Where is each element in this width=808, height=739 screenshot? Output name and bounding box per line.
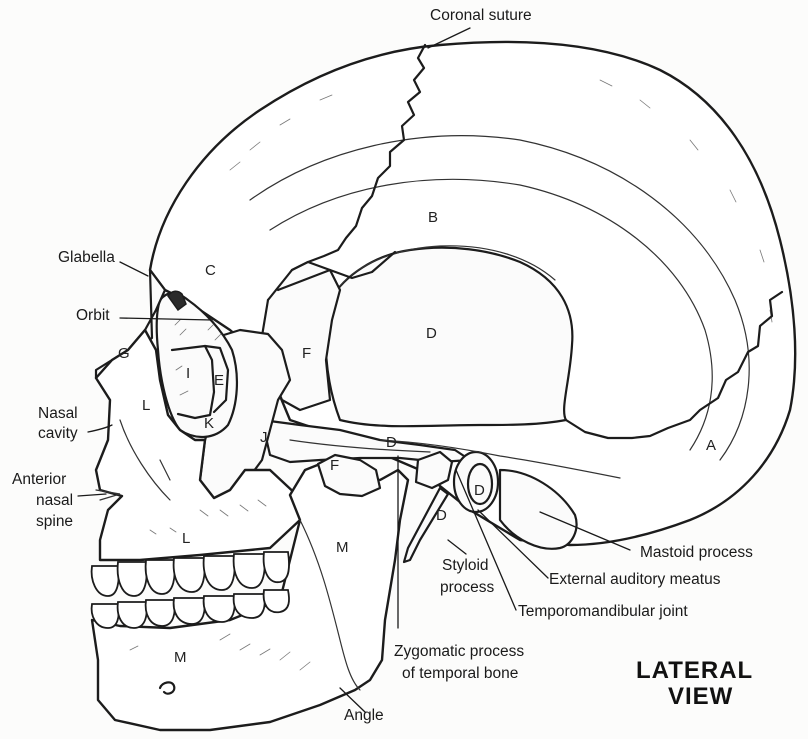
leader-anterior-nasal-spine	[78, 494, 106, 496]
label-nasal-cavity-2: cavity	[38, 425, 78, 442]
label-anterior-nasal-spine-3: spine	[36, 513, 73, 530]
label-zygomatic-process-1: Zygomatic process	[394, 643, 524, 660]
letter-m-ramus: M	[336, 539, 349, 556]
label-zygomatic-process-2: of temporal bone	[402, 665, 518, 682]
label-styloid-process-2: process	[440, 579, 495, 596]
letter-k: K	[204, 415, 214, 432]
letter-d-small: D	[436, 507, 447, 524]
label-temporomandibular-joint: Temporomandibular joint	[518, 603, 688, 620]
label-coronal-suture: Coronal suture	[430, 7, 532, 24]
label-external-auditory-meatus: External auditory meatus	[549, 571, 721, 588]
letter-a: A	[706, 437, 716, 454]
leader-styloid	[448, 540, 466, 554]
label-mastoid-process: Mastoid process	[640, 544, 753, 561]
letter-d-zygomatic: D	[386, 434, 397, 451]
letter-e: E	[214, 372, 224, 389]
letter-l-nasal: L	[142, 397, 150, 414]
label-anterior-nasal-spine-2: nasal	[36, 492, 73, 509]
label-angle: Angle	[344, 707, 384, 724]
letter-f-small: F	[330, 457, 339, 474]
label-nasal-cavity-1: Nasal	[38, 405, 78, 422]
label-glabella: Glabella	[58, 249, 115, 266]
letter-b: B	[428, 209, 438, 226]
styloid-process-shape	[404, 488, 448, 562]
letter-j: J	[260, 429, 268, 446]
leader-glabella	[120, 262, 148, 276]
letter-l-maxilla: L	[182, 530, 190, 547]
title-line-1: LATERAL	[636, 657, 753, 684]
letter-i: I	[186, 365, 190, 382]
label-orbit: Orbit	[76, 307, 110, 324]
label-styloid-process-1: Styloid	[442, 557, 489, 574]
letter-f-sphenoid: F	[302, 345, 311, 362]
letter-d-temporal: D	[426, 325, 437, 342]
letter-c: C	[205, 262, 216, 279]
letter-g: G	[118, 345, 130, 362]
letter-m-body: M	[174, 649, 187, 666]
title-line-2: VIEW	[668, 683, 733, 710]
letter-d-meatus: D	[474, 482, 485, 499]
label-anterior-nasal-spine-1: Anterior	[12, 471, 66, 488]
